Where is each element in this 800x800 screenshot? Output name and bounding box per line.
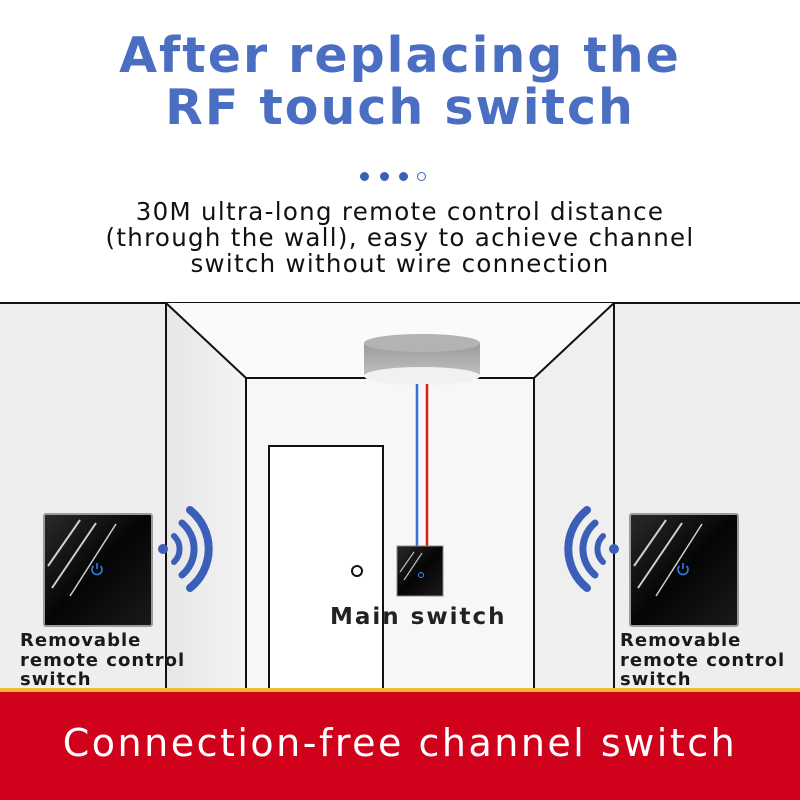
door bbox=[268, 445, 384, 694]
subtitle-line-1: 30M ultra-long remote control distance bbox=[135, 197, 665, 226]
banner-accent-strip bbox=[0, 688, 800, 694]
right-switch-label-line-3: switch bbox=[620, 669, 692, 690]
main-switch-label: Main switch bbox=[330, 604, 507, 630]
bottom-banner bbox=[0, 692, 800, 800]
carousel-dots bbox=[360, 172, 430, 184]
power-icon bbox=[91, 563, 103, 576]
right-remote-switch-panel bbox=[629, 513, 739, 627]
right-wall bbox=[534, 303, 614, 693]
banner-text: Connection-free channel switch bbox=[62, 721, 738, 765]
left-switch-label-line-1: Removable bbox=[20, 630, 142, 651]
right-switch-label-line-1: Removable bbox=[620, 630, 742, 651]
left-switch-label: Removable remote control switch bbox=[20, 631, 185, 690]
left-switch-label-line-3: switch bbox=[20, 669, 92, 690]
left-switch-label-line-2: remote control bbox=[20, 649, 186, 671]
main-switch-panel bbox=[396, 545, 444, 597]
power-icon bbox=[677, 563, 689, 576]
wifi-signal-icon bbox=[158, 506, 213, 592]
left-wall bbox=[166, 303, 246, 693]
carousel-dot bbox=[360, 172, 369, 181]
wifi-signal-icon bbox=[564, 506, 619, 592]
headline: After replacing the RF touch switch bbox=[0, 30, 800, 134]
left-remote-switch-panel bbox=[43, 513, 153, 627]
right-switch-label-line-2: remote control bbox=[620, 649, 786, 671]
headline-line-1: After replacing the bbox=[119, 27, 681, 84]
ceiling-lamp bbox=[364, 334, 480, 385]
right-switch-label: Removable remote control switch bbox=[620, 631, 785, 690]
carousel-dot bbox=[399, 172, 408, 181]
carousel-dot bbox=[380, 172, 389, 181]
headline-line-2: RF touch switch bbox=[165, 79, 635, 136]
subtitle-line-2: (through the wall), easy to achieve chan… bbox=[105, 223, 695, 252]
subtitle: 30M ultra-long remote control distance (… bbox=[0, 199, 800, 277]
carousel-dot bbox=[417, 172, 426, 181]
subtitle-line-3: switch without wire connection bbox=[190, 249, 610, 278]
door-knob bbox=[351, 565, 363, 577]
